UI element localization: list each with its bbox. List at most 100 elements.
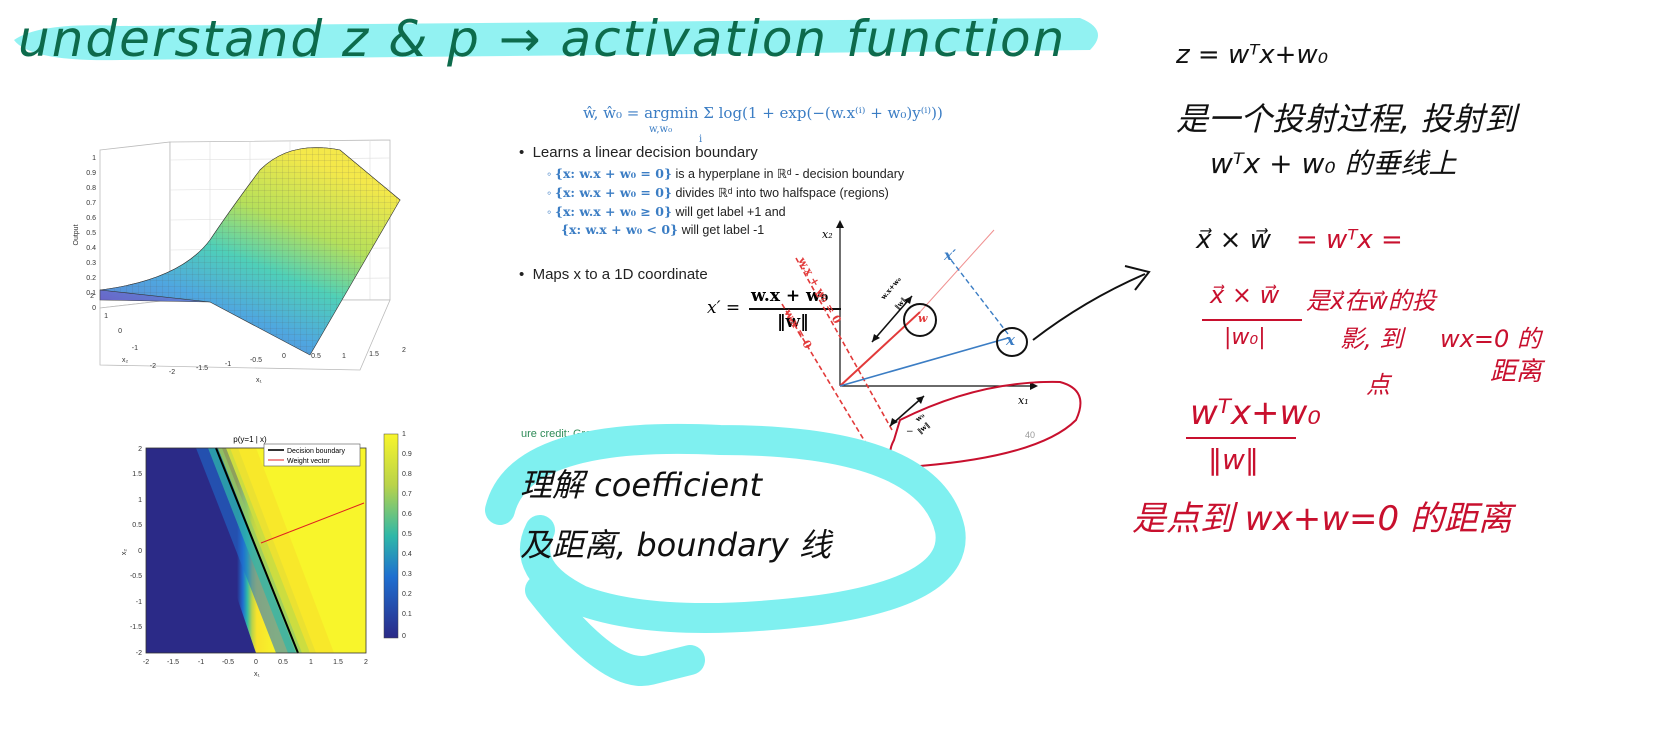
sub-bullet-marker: ◦: [547, 205, 555, 219]
projection-diagram: x₁ x₂ w.x + w₀ = 0 w.x = 0 w x x′ w.x+w₀…: [780, 220, 1100, 470]
heatmap-legend: [263, 443, 361, 467]
x-tick-1: -1.5: [196, 365, 208, 372]
hm-x-label: x₁: [254, 671, 261, 678]
hm-y-label: x₂: [121, 549, 128, 556]
hm-x-tick-1: -1.5: [167, 659, 179, 666]
probability-heatmap: p(y=1 | x) Decision boundary Weight vect…: [120, 431, 420, 708]
sigmoid-3d-plot: 1 0.9 0.8 0.7 0.6 0.5 0.4 0.3 0.2 0.1 0 …: [60, 130, 420, 390]
sigmoid-3d-svg: 1 0.9 0.8 0.7 0.6 0.5 0.4 0.3 0.2 0.1 0 …: [73, 139, 406, 384]
cb-tick-9: 0.1: [402, 611, 412, 618]
z-tick-8: 0.2: [86, 275, 96, 282]
x-tick-8: 2: [402, 347, 406, 354]
y-tick-0: 2: [90, 293, 94, 300]
weight-label: w: [918, 312, 928, 325]
x-tick-4: 0: [282, 353, 286, 360]
cb-tick-8: 0.2: [402, 591, 412, 598]
red-notes: x⃗ × w⃗ = wᵀx = x⃗ × w⃗ |w₀| 是x⃗在w⃗的投 影,…: [1130, 215, 1650, 575]
sub1-math: {x: w.x + w₀ = 0}: [554, 166, 672, 181]
cyan-note-line1: 理解 coefficient: [520, 466, 763, 504]
sum-subscript: i: [699, 134, 703, 145]
sub2-math: {x: w.x + w₀ = 0}: [554, 185, 672, 200]
weight-direction-line: [919, 229, 995, 313]
x-tick-6: 1: [342, 353, 346, 360]
hm-y-tick-6: -1: [136, 599, 142, 606]
z-tick-2: 0.8: [86, 185, 96, 192]
fraction1-text-b: 影, 到: [1340, 325, 1404, 353]
hm-x-tick-3: -0.5: [222, 659, 234, 666]
z-tick-9: 0.1: [86, 290, 96, 297]
z-tick-1: 0.9: [86, 170, 96, 177]
x-point-label: x: [1005, 331, 1016, 349]
hm-x-tick-5: 0.5: [278, 659, 288, 666]
sub3-math: {x: w.x + w₀ ≥ 0}: [554, 204, 672, 219]
diagram-y-axis-label: x₂: [822, 228, 833, 241]
sub3-text: will get label +1 and: [675, 205, 786, 219]
origin-line-label: w.x = 0: [781, 306, 815, 351]
sub-bullet-4: {x: w.x + w₀ < 0} will get label -1: [561, 222, 764, 237]
hm-y-tick-0: 2: [138, 446, 142, 453]
hm-y-tick-8: -2: [136, 650, 142, 657]
cb-tick-10: 0: [402, 633, 406, 640]
z-tick-0: 1: [92, 155, 96, 162]
x-tick-7: 1.5: [369, 351, 379, 358]
hm-x-tick-2: -1: [198, 659, 204, 666]
x-circle-annotation: [996, 327, 1028, 357]
sub2-text: divides ℝᵈ into two halfspace (regions): [675, 186, 889, 200]
pointer-arrow: [1032, 265, 1151, 341]
decision-boundary-line: [215, 447, 299, 654]
boundary-line-label: w.x + w₀ = 0: [795, 254, 844, 326]
fraction1-text-c: wx=0 的: [1440, 325, 1541, 353]
weight-vector: [839, 311, 921, 387]
xprime-denominator: ‖w‖: [777, 312, 809, 332]
hm-x-tick-4: 0: [254, 659, 258, 666]
projection-diagram-svg: x₁ x₂ w.x + w₀ = 0 w.x = 0 w x x′ w.x+w₀…: [781, 220, 1082, 468]
sub-bullet-2: ◦ {x: w.x + w₀ = 0} divides ℝᵈ into two …: [547, 185, 889, 200]
z-tick-5: 0.5: [86, 230, 96, 237]
xprime-fraction-bar: [749, 308, 841, 310]
z-definition: z = wᵀx+w₀: [1176, 40, 1329, 70]
fraction2-numerator: wᵀx+w₀: [1190, 393, 1321, 433]
w-circle-annotation: [903, 303, 937, 337]
cb-tick-5: 0.5: [402, 531, 412, 538]
hm-x-tick-7: 1.5: [333, 659, 343, 666]
projection-note: 是一个投射过程, 投射到: [1176, 100, 1517, 138]
fraction1-text-a: 是x⃗在w⃗的投: [1306, 287, 1436, 315]
z-tick-6: 0.4: [86, 245, 96, 252]
sub-bullet-marker: ◦: [547, 167, 555, 181]
fraction1-text-e: 点: [1366, 371, 1390, 399]
hm-y-tick-5: -0.5: [130, 573, 142, 580]
weight-vector-line: [260, 502, 365, 544]
perpendicular-note: wᵀx + w₀ 的垂线上: [1210, 147, 1457, 180]
hm-y-tick-7: -1.5: [130, 624, 142, 631]
upper-distance-arrow: [871, 295, 913, 343]
x-tick-2: -1: [225, 361, 231, 368]
sub4-math: {x: w.x + w₀ < 0}: [561, 222, 679, 237]
cb-tick-4: 0.6: [402, 511, 412, 518]
y-tick-4: -2: [150, 363, 156, 370]
legend-weight-vector: Weight vector: [287, 458, 330, 465]
y-tick-1: 1: [104, 313, 108, 320]
upper-distance-denominator: ‖w‖: [893, 296, 908, 312]
hm-x-tick-0: -2: [143, 659, 149, 666]
fraction1-numerator: x⃗ × w⃗: [1210, 281, 1280, 309]
slide-page-number: 40: [1025, 430, 1036, 440]
x-vector: [839, 337, 1009, 387]
x-axis-label: x₁: [256, 377, 263, 384]
sub1-text: is a hyperplane in ℝᵈ - decision boundar…: [675, 167, 905, 181]
x-tick-0: -2: [169, 369, 175, 376]
lower-distance-sign: −: [906, 427, 914, 437]
legend-decision-boundary: Decision boundary: [287, 448, 345, 455]
cyan-note: 理解 coefficient 及距离, boundary 线: [460, 420, 980, 720]
fraction2-bar: [1186, 437, 1296, 439]
dot-product-lhs: x⃗ × w⃗: [1196, 225, 1271, 255]
dot-product-rhs: = wᵀx =: [1296, 225, 1403, 255]
fraction1-text-d: 距离: [1490, 357, 1543, 387]
cb-tick-2: 0.8: [402, 471, 412, 478]
y-tick-3: -1: [132, 345, 138, 352]
z-tick-4: 0.6: [86, 215, 96, 222]
xprime-numerator: w.x + w₀: [751, 286, 829, 306]
x-tick-5: 0.5: [311, 353, 321, 360]
bullet-1: • Learns a linear decision boundary: [519, 144, 758, 161]
hm-y-tick-1: 1.5: [132, 471, 142, 478]
title-region: understand z & p → activation function: [0, 0, 1120, 80]
